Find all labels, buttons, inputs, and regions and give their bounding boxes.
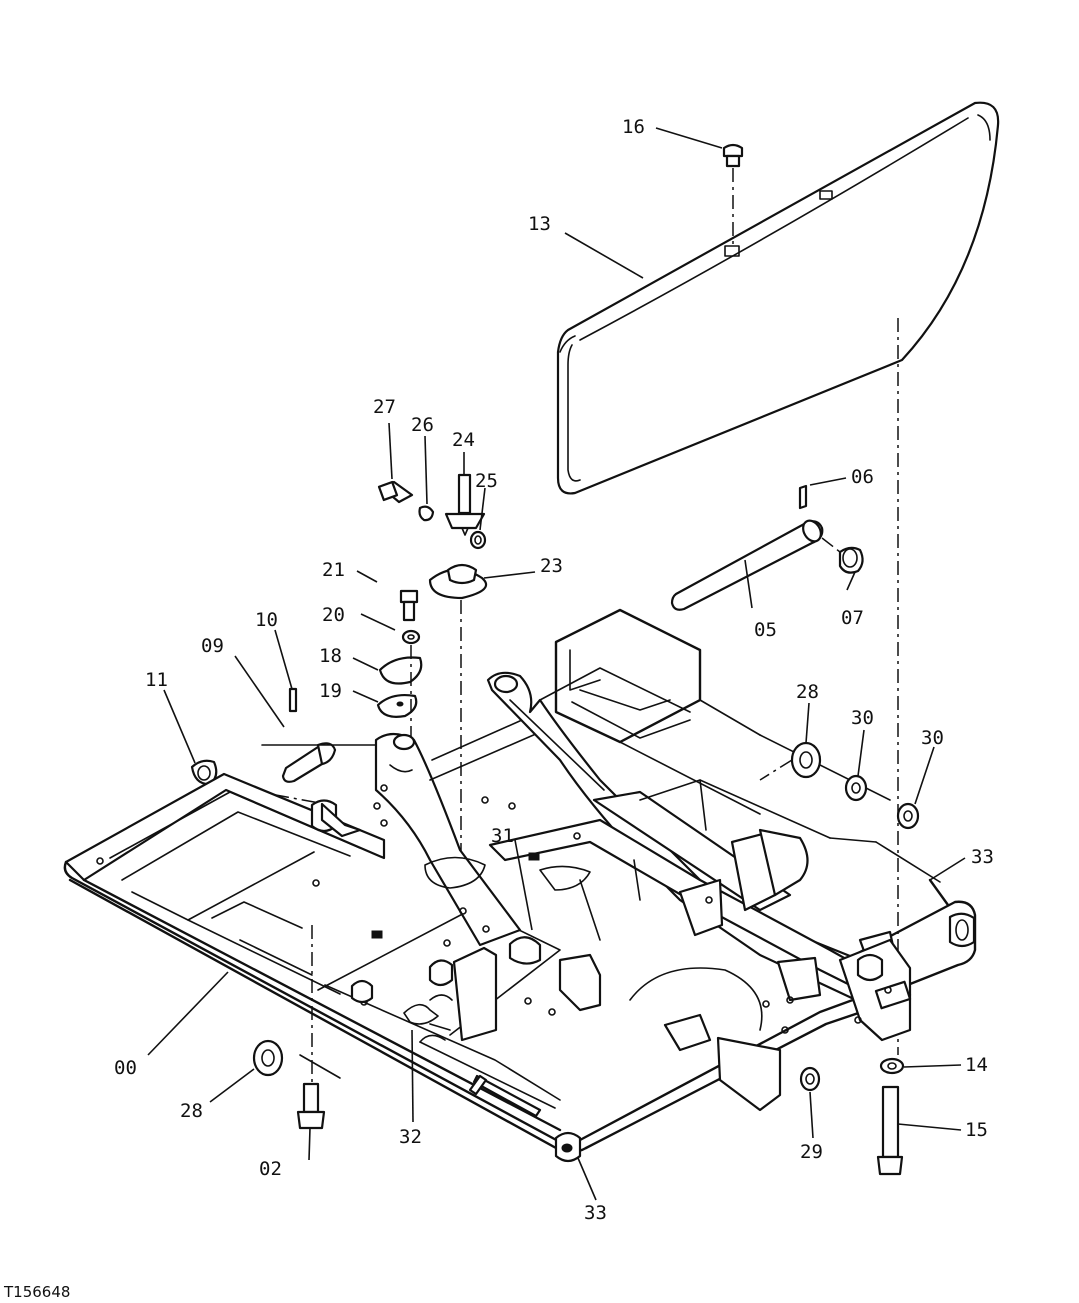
callout-30-right: 30 [921,727,944,749]
callout-24: 24 [452,429,475,451]
callout-07: 07 [841,607,864,629]
callout-33-right: 33 [971,846,994,868]
callout-28-upper: 28 [796,681,819,703]
callout-18: 18 [319,645,342,667]
callout-10: 10 [255,609,278,631]
main-frame [63,608,977,1163]
pin-05 [670,484,864,611]
callout-15: 15 [965,1119,988,1141]
counterweight [556,101,1000,495]
callout-23: 23 [540,555,563,577]
callout-31: 31 [491,825,514,847]
callout-30-left: 30 [851,707,874,729]
leader-lines [147,127,966,1201]
callout-labels: 16 13 27 26 24 25 06 23 21 20 05 07 10 0… [114,116,994,1224]
callout-06: 06 [851,466,874,488]
callout-28-lower: 28 [180,1100,203,1122]
mount-hardware [376,473,488,880]
callout-05: 05 [754,619,777,641]
callout-14: 14 [965,1054,988,1076]
callout-25: 25 [475,470,498,492]
callout-32: 32 [399,1126,422,1148]
callout-27: 27 [373,396,396,418]
callout-19: 19 [319,680,342,702]
lower-hardware [252,741,920,1176]
callout-09: 09 [201,635,224,657]
bolt-16 [722,143,744,244]
callout-16: 16 [622,116,645,138]
callout-02: 02 [259,1158,282,1180]
callout-20: 20 [322,604,345,626]
callout-21: 21 [322,559,345,581]
callout-11: 11 [145,669,168,691]
callout-29: 29 [800,1141,823,1163]
figure-id: T156648 [3,1283,70,1301]
callout-26: 26 [411,414,434,436]
callout-00: 00 [114,1057,137,1079]
callout-33-bottom: 33 [584,1202,607,1224]
callout-13: 13 [528,213,551,235]
